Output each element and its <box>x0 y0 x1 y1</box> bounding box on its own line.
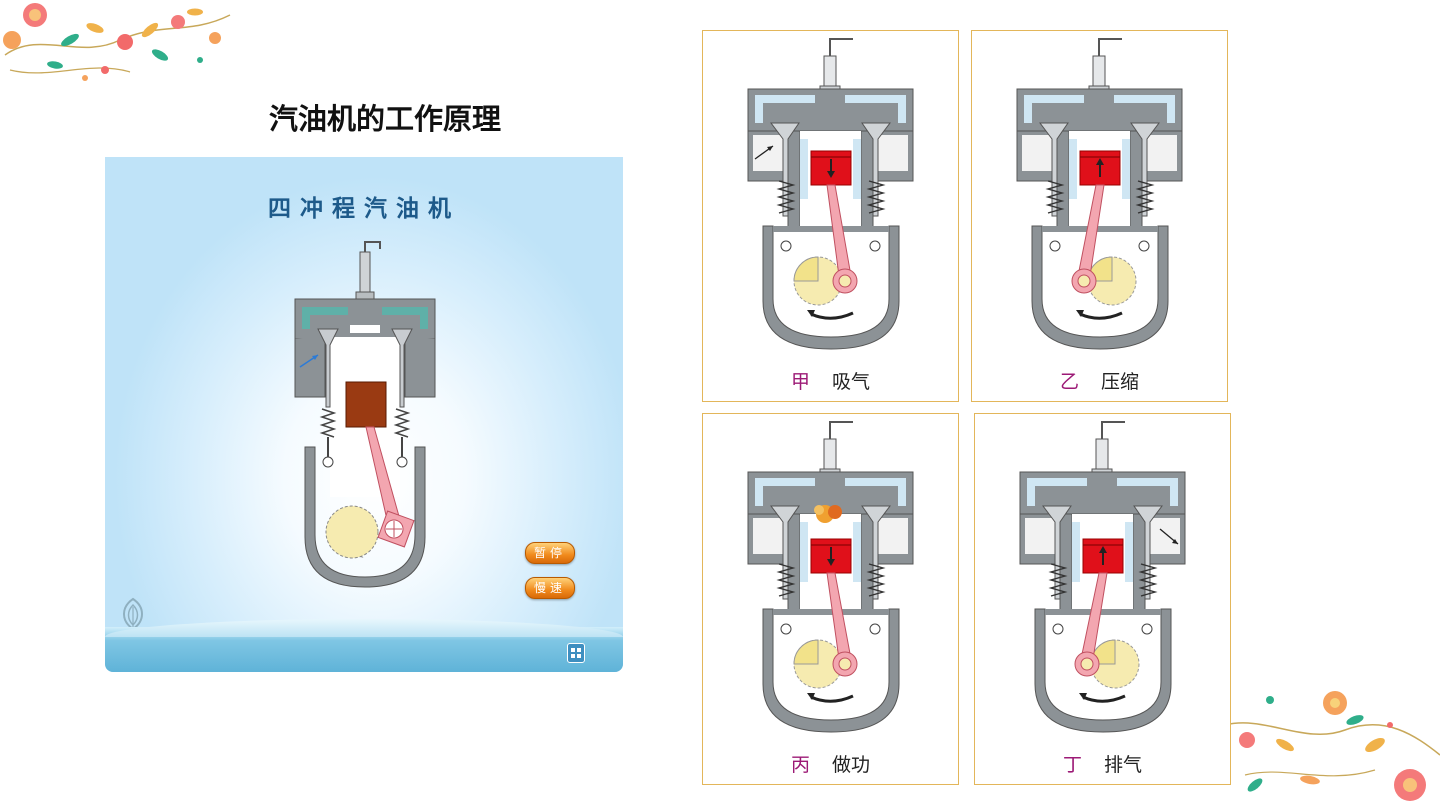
flow-arrow-icon <box>1083 696 1125 701</box>
pause-button[interactable]: 暂停 <box>525 542 575 564</box>
slide-title: 汽油机的工作原理 <box>240 96 530 138</box>
slow-speed-button[interactable]: 慢速 <box>525 577 575 599</box>
stage-diagram-intake <box>703 31 958 361</box>
stage-diagram-power <box>703 414 958 744</box>
stage-panel-compression: 乙压缩 <box>971 30 1228 402</box>
stage-panel-exhaust: 丁排气 <box>974 413 1231 785</box>
flower-decoration-icon <box>1225 685 1440 810</box>
engine-diagram <box>290 237 440 597</box>
flower-decoration-icon <box>0 0 240 95</box>
leaf-logo-icon <box>119 597 147 631</box>
stage-panel-power: 丙做功 <box>702 413 959 785</box>
stage-diagram-compression <box>972 31 1227 361</box>
stage-caption: 丁排气 <box>975 750 1230 777</box>
flow-arrow-icon <box>1080 313 1122 318</box>
player-title: 四冲程汽油机 <box>105 189 623 223</box>
player-footer <box>105 627 623 672</box>
animation-player: 四冲程汽油机 <box>105 157 623 672</box>
flow-arrow-icon <box>811 313 853 318</box>
menu-grid-icon[interactable] <box>567 643 585 663</box>
stage-caption: 甲吸气 <box>703 367 958 394</box>
stage-panel-intake: 甲吸气 <box>702 30 959 402</box>
stage-caption: 丙做功 <box>703 750 958 777</box>
stage-diagram-exhaust <box>975 414 1230 744</box>
stage-caption: 乙压缩 <box>972 367 1227 394</box>
flow-arrow-icon <box>811 696 853 701</box>
